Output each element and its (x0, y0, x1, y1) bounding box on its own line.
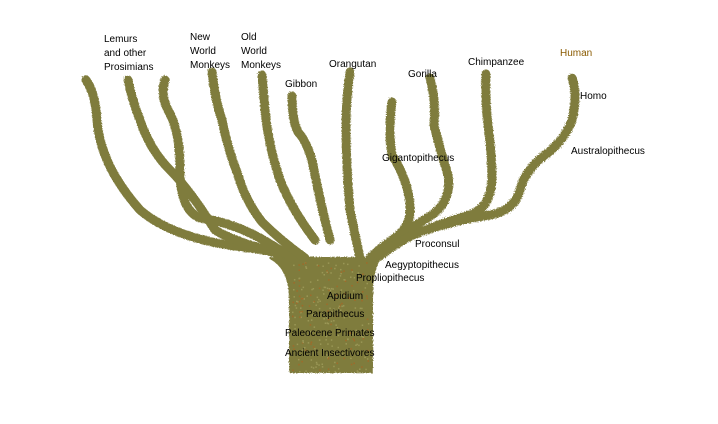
label-new-world-monkeys-line: New (190, 32, 211, 43)
branch-prosimian-3 (158, 75, 305, 267)
branch-new-world-monkeys (207, 67, 310, 263)
label-australopithecus: Australopithecus (571, 146, 645, 157)
label-human-line: Human (560, 48, 592, 59)
label-homo: Homo (580, 91, 607, 102)
label-lemurs-line: Prosimians (104, 62, 153, 73)
label-homo-line: Homo (580, 91, 607, 102)
label-new-world-monkeys-line: World (190, 46, 216, 57)
label-gigantopithecus-line: Gigantopithecus (382, 153, 454, 164)
trunk-label: Proconsul (415, 239, 459, 250)
trunk-label: Ancient Insectivores (285, 348, 375, 359)
label-lemurs-line: Lemurs (104, 34, 137, 45)
label-old-world-monkeys-line: World (241, 46, 267, 57)
label-australopithecus-line: Australopithecus (571, 146, 645, 157)
label-gigantopithecus: Gigantopithecus (382, 153, 454, 164)
label-orangutan: Orangutan (329, 59, 376, 70)
trunk-label: Propliopithecus (356, 273, 424, 284)
branch-gorilla (375, 73, 454, 255)
trunk-label: Paleocene Primates (285, 328, 375, 339)
label-gibbon-line: Gibbon (285, 79, 317, 90)
label-gorilla: Gorilla (408, 69, 437, 80)
branch-old-world-monkeys (257, 70, 320, 245)
label-gorilla-line: Gorilla (408, 69, 437, 80)
label-old-world-monkeys-line: Old (241, 32, 257, 43)
tree-branches (81, 67, 580, 373)
branch-orangutan (341, 67, 365, 263)
trunk-speckles (292, 262, 370, 374)
trunk-label: Aegyptopithecus (385, 260, 459, 271)
branch-prosimian-2 (123, 75, 295, 260)
label-human: Human (560, 48, 592, 59)
trunk-label: Parapithecus (306, 309, 364, 320)
label-chimpanzee: Chimpanzee (468, 57, 525, 68)
label-lemurs-line: and other (104, 48, 147, 59)
label-gibbon: Gibbon (285, 79, 317, 90)
label-orangutan-line: Orangutan (329, 59, 376, 70)
trunk-label: Apidium (327, 291, 363, 302)
label-new-world-monkeys-line: Monkeys (190, 60, 230, 71)
label-old-world-monkeys-line: Monkeys (241, 60, 281, 71)
branch-gibbon (287, 91, 335, 245)
label-chimpanzee-line: Chimpanzee (468, 57, 525, 68)
branch-human-line (375, 73, 580, 261)
